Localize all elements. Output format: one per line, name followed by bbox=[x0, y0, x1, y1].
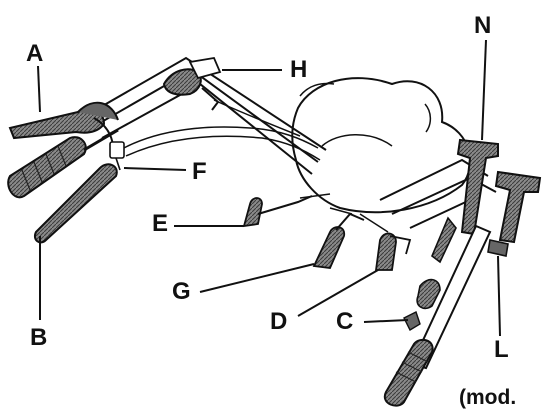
callout-g: G bbox=[172, 280, 191, 304]
callout-b: B bbox=[30, 326, 47, 350]
lever-e bbox=[244, 194, 330, 226]
callout-c: C bbox=[336, 310, 353, 334]
callout-h: H bbox=[290, 58, 307, 82]
callout-f: F bbox=[192, 160, 207, 184]
shaft-grip bbox=[385, 340, 433, 406]
lever-g bbox=[314, 208, 364, 268]
lever-n bbox=[458, 140, 498, 234]
callout-d: D bbox=[270, 310, 287, 334]
lever-l bbox=[488, 172, 540, 256]
callout-a: A bbox=[26, 42, 43, 66]
callout-e: E bbox=[152, 212, 168, 236]
callout-n: N bbox=[474, 14, 491, 38]
modification-note: (mod. bbox=[459, 386, 516, 410]
lever-d bbox=[360, 214, 410, 270]
control-cables bbox=[120, 100, 320, 160]
callout-l: L bbox=[494, 338, 509, 362]
clutch-lever-a bbox=[10, 103, 118, 138]
